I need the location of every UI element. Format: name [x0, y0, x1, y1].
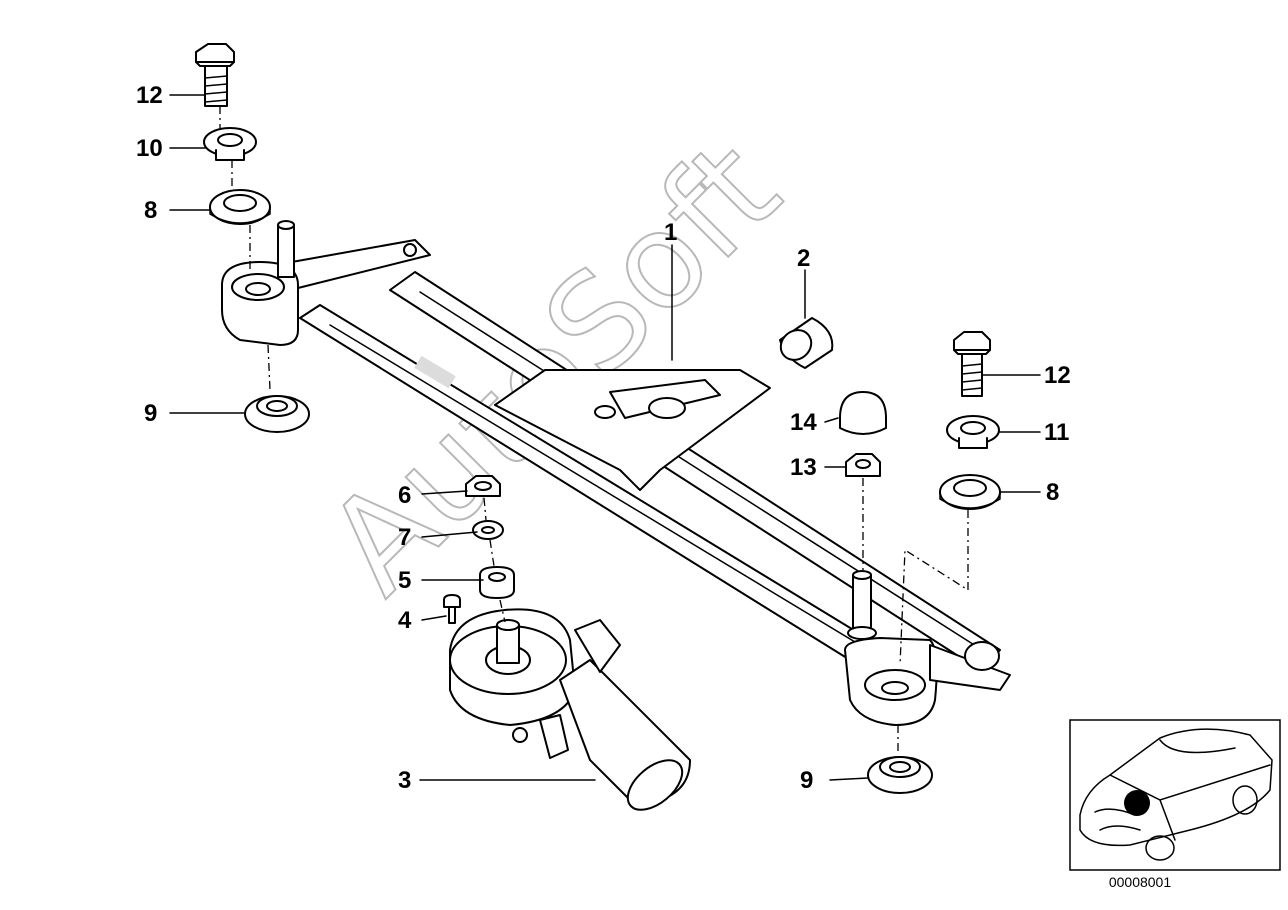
wiper-motor[interactable] — [449, 608, 691, 819]
bearing-bushing-right[interactable] — [867, 756, 933, 794]
collar-washer-right[interactable] — [946, 415, 1000, 449]
callout-6: 6 — [398, 482, 411, 509]
callout-12-right: 12 — [1044, 362, 1071, 389]
hex-nut[interactable] — [465, 475, 501, 497]
leader-lines — [169, 94, 1041, 781]
screw[interactable] — [443, 594, 461, 624]
cap-dome[interactable] — [839, 391, 887, 435]
location-marker-icon — [1124, 790, 1150, 816]
callout-5: 5 — [398, 567, 411, 594]
rubber-cap[interactable] — [775, 317, 834, 369]
callout-11: 11 — [1044, 419, 1069, 446]
callout-3: 3 — [398, 767, 411, 794]
callout-13: 13 — [790, 454, 817, 481]
diagram-number: 00008001 — [1108, 874, 1172, 890]
callout-8-right: 8 — [1046, 479, 1059, 506]
callout-2: 2 — [797, 245, 810, 272]
callout-9-left: 9 — [144, 400, 157, 427]
callout-7: 7 — [398, 524, 411, 551]
callout-4: 4 — [398, 607, 412, 634]
grommet-left[interactable] — [209, 189, 271, 225]
rubber-mount[interactable] — [479, 566, 515, 599]
callout-14: 14 — [790, 409, 817, 436]
car-locator-thumbnail — [1069, 719, 1281, 871]
grommet-right[interactable] — [939, 474, 1001, 510]
collar-washer-left[interactable] — [203, 127, 257, 161]
callout-9-right: 9 — [800, 767, 813, 794]
hex-bolt-left[interactable] — [195, 43, 235, 107]
callout-labels: 1 2 3 4 5 6 7 8 8 9 9 10 11 12 12 13 14 — [136, 82, 1071, 794]
hex-nut-right[interactable] — [845, 453, 881, 477]
hex-bolt-right[interactable] — [953, 331, 991, 397]
bearing-bushing-left[interactable] — [244, 395, 310, 433]
callout-12-left: 12 — [136, 82, 163, 109]
callout-1: 1 — [664, 219, 677, 246]
callout-10: 10 — [136, 135, 163, 162]
assembly-centerlines — [219, 106, 969, 752]
callout-8-left: 8 — [144, 197, 157, 224]
washer[interactable] — [472, 520, 504, 540]
wiper-linkage-assembly[interactable] — [221, 220, 1011, 726]
